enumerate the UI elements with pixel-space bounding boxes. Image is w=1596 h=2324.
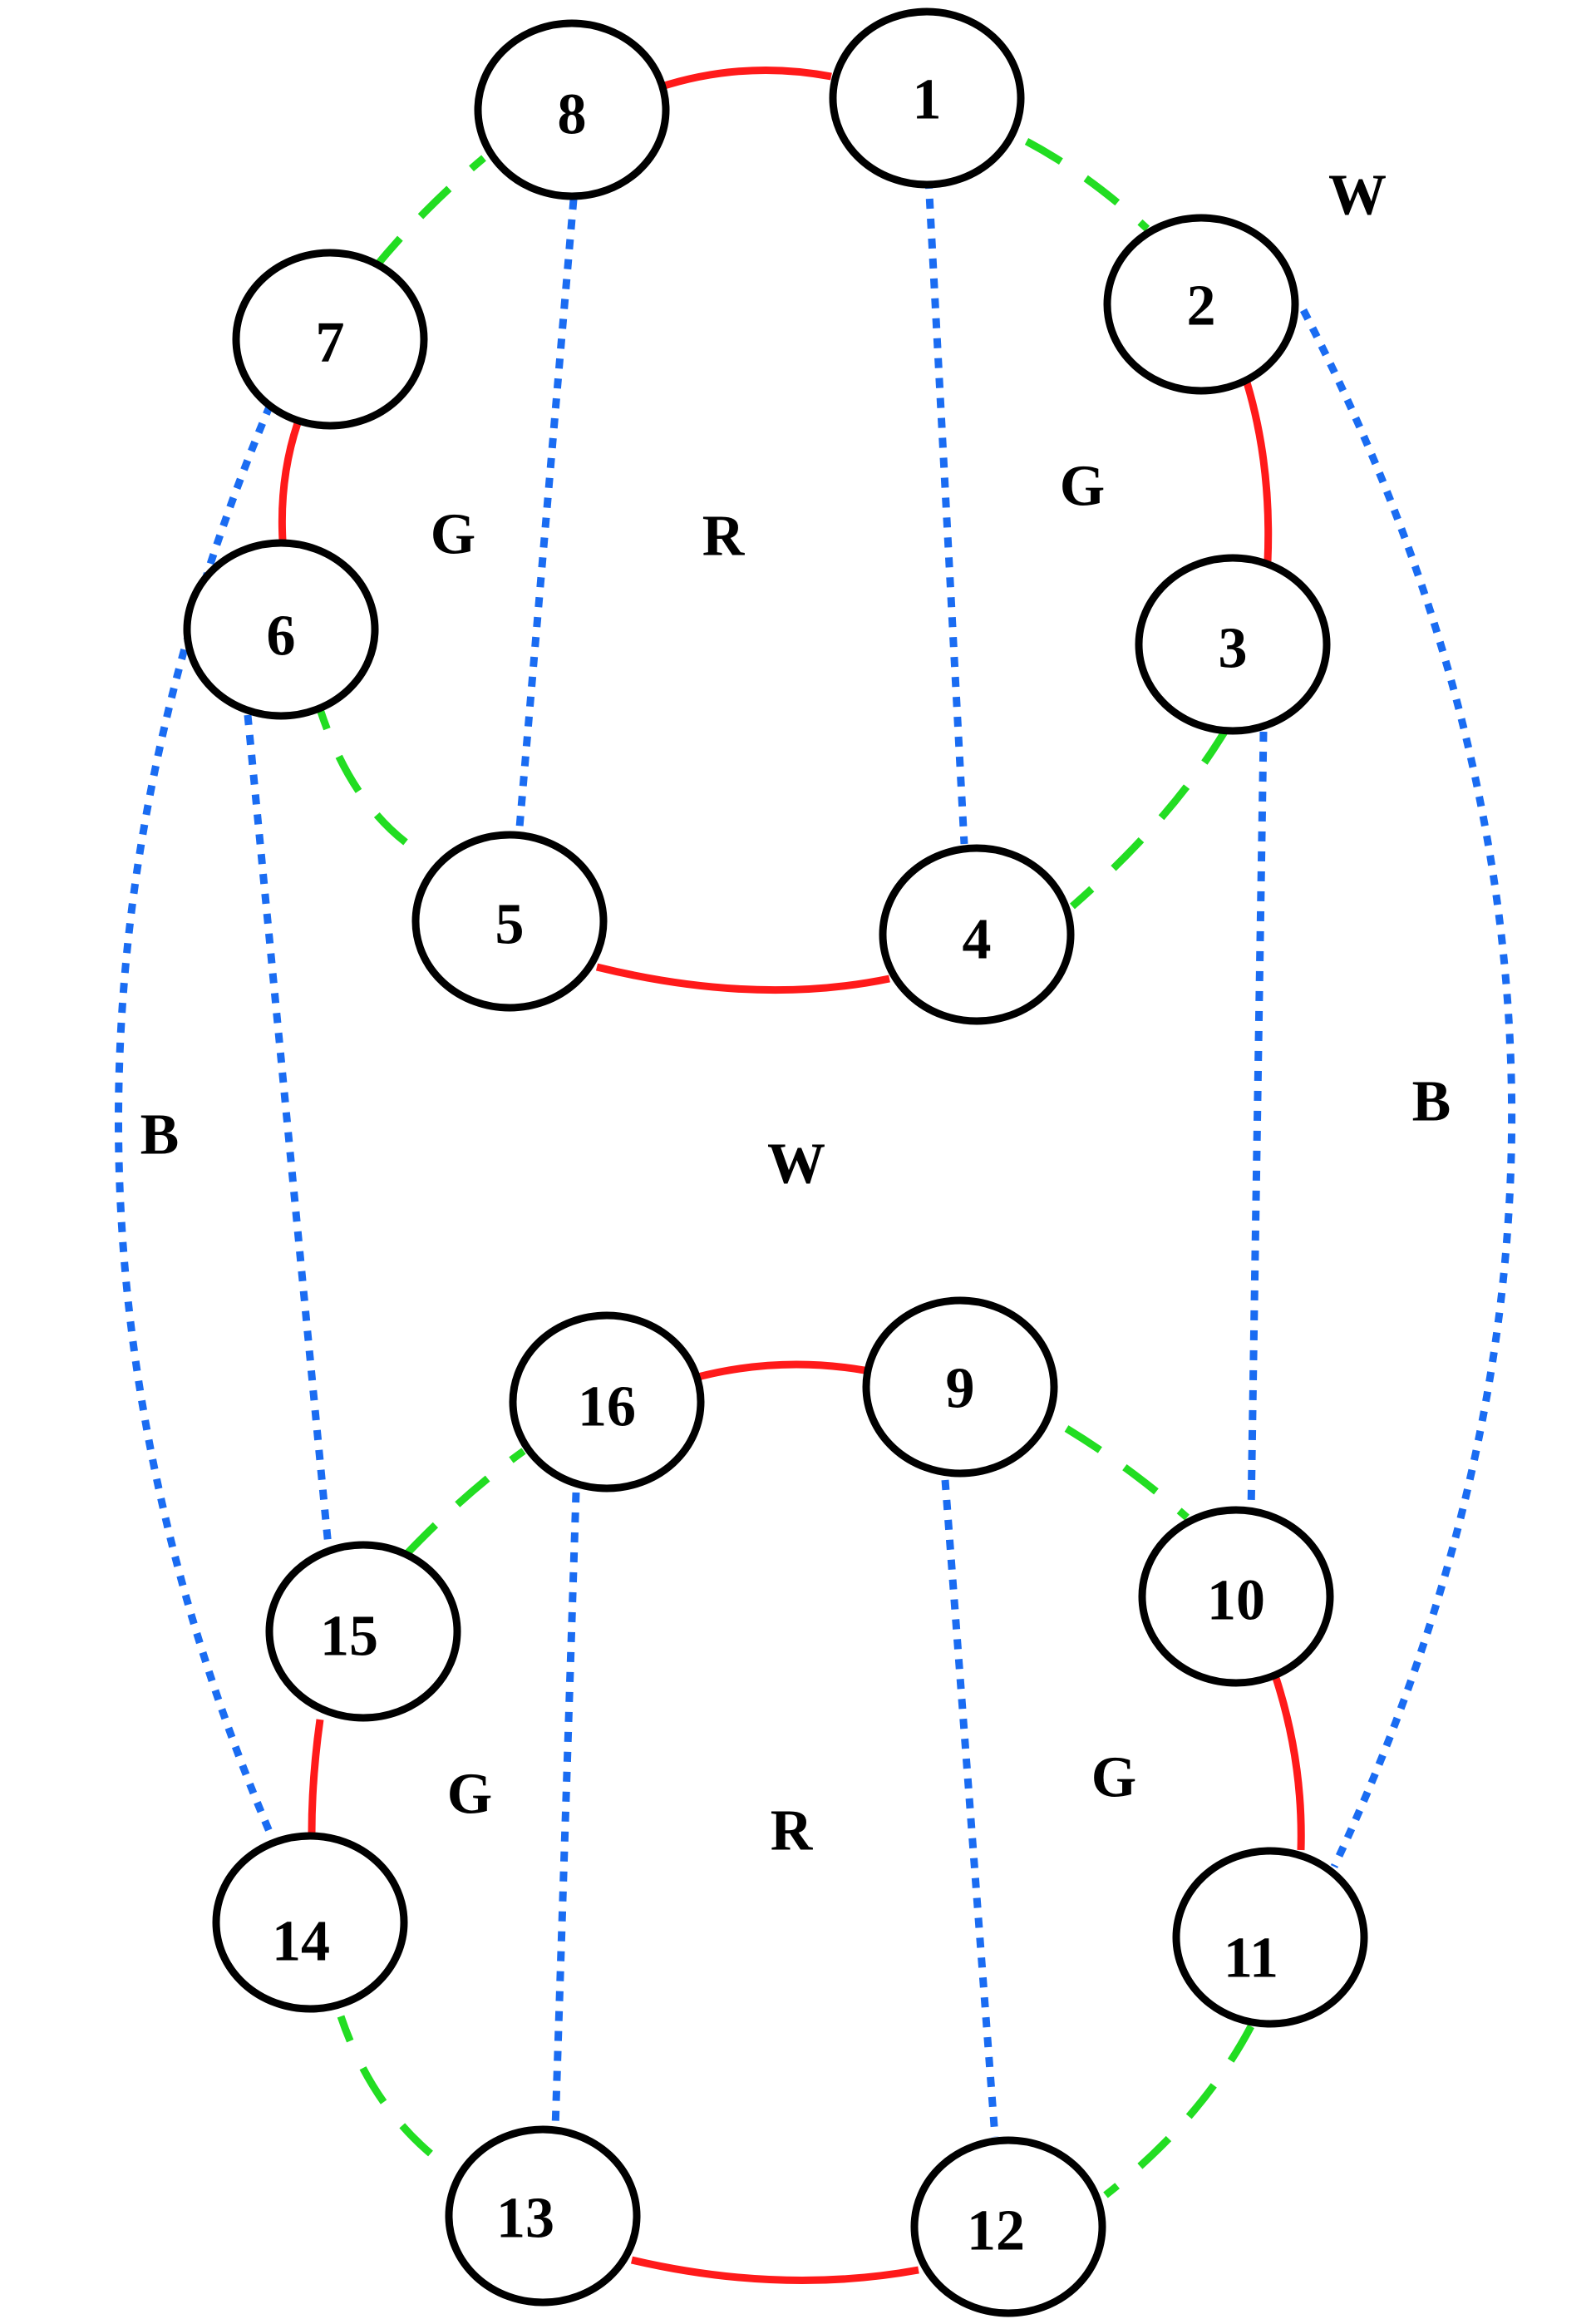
edge-7-8 [371, 155, 486, 271]
region-labels: W G R G B W B G R G [140, 164, 1451, 1863]
edge-11-12 [1103, 2024, 1254, 2198]
edge-5-6 [316, 708, 408, 846]
edge-2-11 [1300, 308, 1516, 1868]
nodes: 1 2 3 4 5 6 7 8 [183, 7, 1368, 2317]
node-12: 12 [910, 2136, 1106, 2317]
edge-16-13 [551, 1492, 580, 2129]
edge-10-11 [1272, 1676, 1305, 1851]
edge-6-15 [244, 714, 332, 1547]
node-11-label: 11 [1224, 1927, 1278, 1991]
node-1: 1 [829, 7, 1025, 189]
node-11: 11 [1172, 1847, 1368, 2028]
edge-7-14 [115, 403, 274, 1835]
edge-4-5 [595, 963, 890, 994]
region-label-b-left: B [140, 1103, 180, 1167]
region-label-w-top: W [1328, 164, 1387, 228]
node-5-label: 5 [495, 893, 525, 957]
node-9-label: 9 [946, 1357, 975, 1421]
node-5: 5 [411, 831, 608, 1012]
node-7-label: 7 [316, 311, 345, 375]
node-3-label: 3 [1219, 617, 1248, 681]
region-label-g-bottom-left: G [447, 1763, 492, 1827]
edge-1-4 [924, 178, 968, 845]
node-3: 3 [1135, 554, 1331, 735]
region-label-r-top: R [702, 505, 746, 569]
region-label-g-bottom-right: G [1091, 1746, 1136, 1810]
edges [115, 66, 1516, 2284]
node-13: 13 [445, 2125, 641, 2307]
node-1-label: 1 [913, 68, 942, 132]
node-15-label: 15 [320, 1605, 378, 1669]
node-4: 4 [879, 844, 1075, 1025]
edge-8-5 [515, 199, 578, 828]
edge-13-14 [337, 2015, 433, 2157]
node-12-label: 12 [967, 2199, 1025, 2263]
edge-12-13 [630, 2256, 919, 2284]
region-label-w-center: W [767, 1132, 825, 1197]
node-2: 2 [1103, 214, 1299, 395]
node-6-label: 6 [267, 604, 296, 669]
node-4-label: 4 [963, 908, 992, 972]
node-14: 14 [212, 1832, 408, 2013]
edge-6-7 [278, 422, 302, 541]
node-15: 15 [265, 1541, 461, 1722]
node-8: 8 [474, 19, 670, 200]
node-10-label: 10 [1207, 1569, 1265, 1633]
node-9: 9 [862, 1296, 1058, 1478]
node-6: 6 [183, 539, 379, 720]
region-label-b-right: B [1412, 1070, 1451, 1134]
node-13-label: 13 [496, 2187, 554, 2251]
edge-2-3 [1243, 381, 1273, 562]
node-7: 7 [232, 249, 428, 430]
node-2-label: 2 [1187, 274, 1216, 338]
node-14-label: 14 [272, 1910, 330, 1974]
edge-14-15 [308, 1719, 324, 1834]
node-16: 16 [509, 1311, 705, 1493]
node-10: 10 [1138, 1506, 1334, 1687]
edge-3-10 [1247, 731, 1268, 1514]
edge-9-12 [941, 1479, 999, 2138]
region-label-g-top-right: G [1060, 455, 1105, 519]
edge-15-16 [404, 1448, 526, 1557]
node-16-label: 16 [578, 1375, 636, 1439]
edge-1-2 [1024, 138, 1150, 232]
edge-3-4 [1070, 727, 1229, 910]
region-label-r-bottom: R [771, 1799, 814, 1863]
edge-9-10 [1064, 1425, 1190, 1521]
region-label-g-top-left: G [431, 503, 475, 567]
edge-8-1 [658, 66, 832, 91]
edge-16-9 [690, 1360, 865, 1383]
node-8-label: 8 [558, 83, 587, 147]
